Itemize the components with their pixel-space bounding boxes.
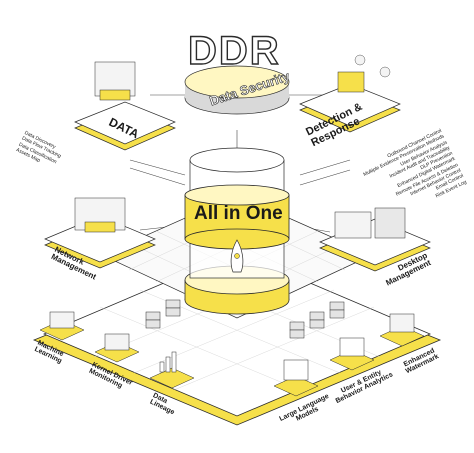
data-module xyxy=(74,61,176,151)
ddr-title-disk xyxy=(184,65,290,115)
desktop-module xyxy=(319,207,431,272)
server-icon xyxy=(145,299,345,339)
ai-icon xyxy=(283,359,309,381)
all-in-one-tower xyxy=(184,147,290,315)
network-module xyxy=(44,197,156,269)
feature-tiles xyxy=(39,311,425,397)
connector-lines xyxy=(129,94,351,233)
detection-module xyxy=(299,54,401,133)
ddr-title: DDR xyxy=(187,29,281,73)
watermark-icon xyxy=(389,313,415,333)
chart-icon xyxy=(159,351,177,373)
all-in-one-label: All in One xyxy=(194,203,283,224)
rocket-icon xyxy=(230,239,244,273)
base-platform xyxy=(32,251,442,426)
